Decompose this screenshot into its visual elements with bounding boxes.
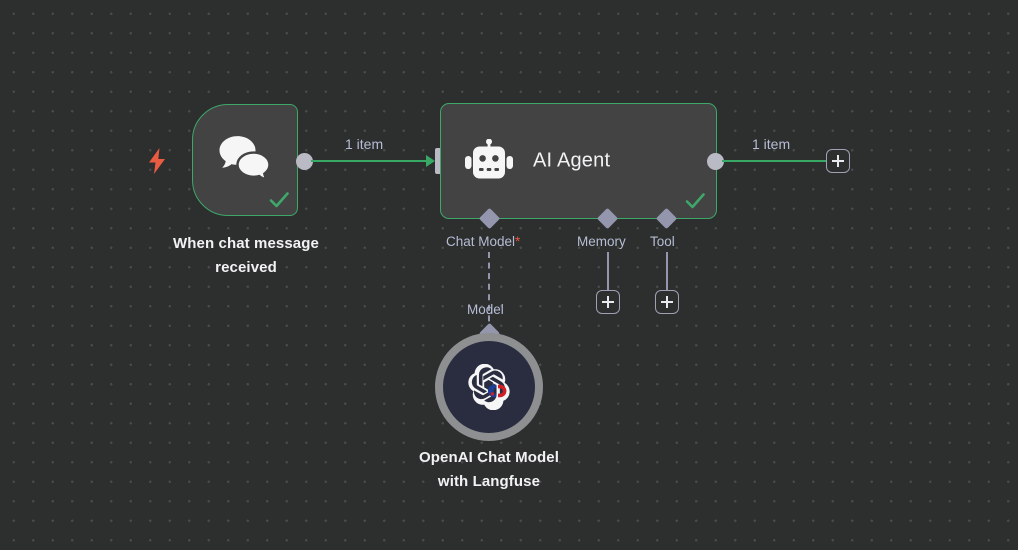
robot-icon <box>465 138 513 183</box>
connection-agent-to-tool-stub <box>665 252 668 290</box>
trigger-output-endpoint[interactable] <box>296 153 313 170</box>
node-ai-agent[interactable]: AI Agent <box>440 103 717 219</box>
node-openai-chat-model[interactable] <box>435 333 543 441</box>
node-title-ai-agent: AI Agent <box>533 149 611 172</box>
connection-agent-to-memory-stub <box>606 252 609 290</box>
sub-connector-label-chat-model: Chat Model* <box>446 234 520 249</box>
connection-agent-output[interactable] <box>722 160 826 163</box>
trigger-status-check-icon <box>268 189 290 211</box>
add-node-button-output[interactable] <box>826 149 850 173</box>
connection-agent-to-model[interactable] <box>488 252 490 332</box>
connection-label-model: Model <box>467 302 504 317</box>
connection-label-trigger-to-agent: 1 item <box>345 136 384 152</box>
sub-connector-label-memory: Memory <box>577 234 626 249</box>
node-label-trigger: When chat message received <box>173 235 319 276</box>
node-when-chat-message-received[interactable] <box>192 104 298 216</box>
chat-bubbles-icon <box>217 134 273 182</box>
add-node-button-memory[interactable] <box>595 290 620 314</box>
required-marker-icon: * <box>515 234 521 249</box>
connection-label-agent-output: 1 item <box>752 136 791 152</box>
openai-node-body <box>443 341 535 433</box>
node-label-openai-chat-model: OpenAI Chat Model with Langfuse <box>418 449 560 490</box>
sub-connector-label-tool: Tool <box>650 234 675 249</box>
add-node-button-tool[interactable] <box>654 290 679 314</box>
connection-trigger-to-agent[interactable] <box>311 160 428 163</box>
agent-status-check-icon <box>684 190 706 212</box>
connection-arrow-icon <box>426 154 435 167</box>
sub-connector-label-chat-model-text: Chat Model <box>446 234 516 249</box>
agent-output-endpoint[interactable] <box>707 153 724 170</box>
agent-input-port[interactable] <box>435 148 444 174</box>
lightning-bolt-icon <box>147 148 167 174</box>
langfuse-magnet-icon <box>487 384 507 398</box>
openai-logo-icon <box>466 363 512 411</box>
